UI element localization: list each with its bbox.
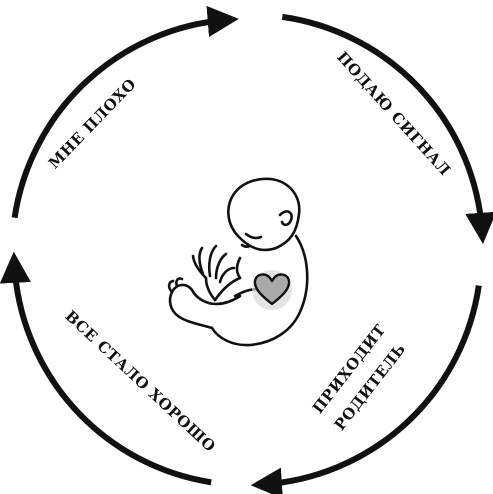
cycle-arrows bbox=[0, 5, 493, 494]
label-all-good: ВСЕ СТАЛО ХОРОШО bbox=[62, 307, 220, 456]
arrow-top-right bbox=[281, 13, 493, 244]
label-feel-bad: МНЕ ПЛОХО bbox=[45, 75, 140, 172]
baby-with-heart-icon bbox=[167, 177, 309, 347]
arrow-top-left bbox=[11, 5, 239, 219]
heart-icon bbox=[253, 273, 291, 306]
arrow-bottom-left bbox=[0, 251, 212, 486]
arrow-bottom-right bbox=[250, 285, 482, 494]
